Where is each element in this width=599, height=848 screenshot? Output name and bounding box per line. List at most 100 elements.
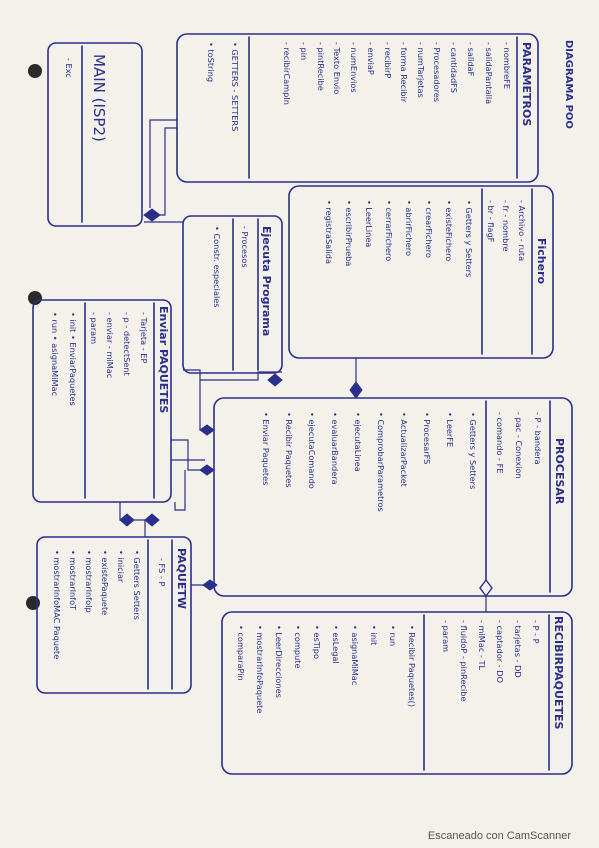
enviar-attr: - Tarjeta - EP bbox=[139, 312, 149, 363]
ejecuta-attr: - Procesos bbox=[240, 226, 250, 268]
ejecuta-method: • Constr. especiales bbox=[212, 226, 222, 308]
class-fichero: Fichero - Archivo - ruta - fr - nombre -… bbox=[288, 185, 554, 359]
class-paquete: PAQUETW - FS - P • Getters Setters • ini… bbox=[36, 536, 192, 694]
recibir-attr: - miMac - TL bbox=[477, 620, 487, 671]
parametros-attr: - recibirP bbox=[383, 42, 393, 78]
scanner-watermark: Escaneado con CamScanner bbox=[427, 830, 571, 842]
recibir-method: • comparaPin bbox=[236, 625, 246, 681]
binder-hole bbox=[28, 291, 42, 305]
fichero-method: • crearFichero bbox=[424, 200, 434, 258]
connector-main-parametros bbox=[144, 127, 177, 216]
recibir-attr: - P - P bbox=[531, 620, 541, 644]
parametros-attr: - Texto Envio bbox=[332, 42, 342, 94]
class-parametros-title: PARAMETROS bbox=[520, 42, 533, 126]
procesar-method: • LeerFE bbox=[445, 412, 455, 447]
composition-diamond bbox=[202, 579, 218, 591]
parametros-attr: - cantidadFS bbox=[449, 42, 459, 93]
paquete-method: • iniciar bbox=[116, 550, 126, 583]
paquete-attr: - FS - P bbox=[157, 558, 167, 586]
fichero-method: • LeerLinea bbox=[364, 200, 374, 247]
parametros-attr: - salidaF bbox=[466, 42, 476, 77]
composition-diamond bbox=[267, 373, 283, 387]
composition-diamond bbox=[143, 208, 161, 222]
relationship-markers bbox=[119, 208, 493, 598]
class-procesar: PROCESAR - P - bandera - pac - Conexion … bbox=[213, 397, 573, 597]
composition-diamond bbox=[199, 464, 215, 476]
parametros-attr: - enviaP bbox=[366, 42, 376, 75]
procesar-method: • Recibir Paquetes bbox=[284, 412, 294, 488]
recibir-method: • mostrarInfoPaquete bbox=[255, 625, 265, 713]
fichero-attr: - fr - nombre bbox=[501, 200, 511, 252]
paquete-method: • mostrarInfoMAC Paquete bbox=[52, 550, 62, 659]
procesar-attr: - pac - Conexion bbox=[514, 412, 524, 479]
paquete-method: • mostrarInfoIp bbox=[84, 550, 94, 613]
class-ejecuta: Ejecuta Programa - Procesos • Constr. es… bbox=[182, 215, 283, 374]
procesar-method: • ejecutaComando bbox=[307, 412, 317, 489]
class-main: MAIN (ISP2) - Exc bbox=[47, 42, 143, 227]
procesar-method: • evaluarBandera bbox=[330, 412, 340, 485]
fichero-attr: - br - flagF bbox=[486, 200, 496, 243]
fichero-method: • Getters y Setters bbox=[464, 200, 474, 277]
class-main-item: - Exc bbox=[64, 58, 74, 78]
recibir-attr: - tarjetas - DD bbox=[513, 620, 523, 678]
procesar-method: • ComprobarParametros bbox=[376, 412, 386, 512]
paquete-method: • Getters Setters bbox=[132, 550, 142, 620]
enviar-method: • init • EnviarPaquetes bbox=[68, 312, 78, 406]
parametros-method: • GETTERS - SETTERS bbox=[230, 42, 240, 131]
fichero-method: • registraSalida bbox=[324, 200, 334, 264]
class-enviar-title: Enviar PAQUETES bbox=[157, 306, 170, 413]
paquete-method: • mostrarInfoT bbox=[68, 550, 78, 611]
enviar-method: • run • asignaMiMac bbox=[50, 312, 60, 396]
class-recibir: RECIBIRPAQUETES - P - P - tarjetas - DD … bbox=[221, 611, 573, 775]
parametros-attr: - recibirCampIn bbox=[282, 42, 292, 105]
class-procesar-title: PROCESAR bbox=[553, 438, 566, 505]
parametros-attr: - pintRecibe bbox=[316, 42, 326, 91]
procesar-method: • ejecutaLinea bbox=[353, 412, 363, 472]
aggregation-diamond bbox=[479, 578, 493, 598]
connector-main-parametros-2 bbox=[149, 119, 177, 208]
class-recibir-title: RECIBIRPAQUETES bbox=[552, 616, 565, 729]
class-ejecuta-title: Ejecuta Programa bbox=[260, 226, 273, 336]
class-paquete-title: PAQUETW bbox=[175, 548, 188, 609]
procesar-method: • Enviar Paquetes bbox=[261, 412, 271, 485]
composition-diamond bbox=[144, 513, 160, 527]
procesar-method: • Getters y Setters bbox=[468, 412, 478, 489]
fichero-method: • abrirFichero bbox=[404, 200, 414, 256]
enviar-attr: - enviar - miMac bbox=[105, 312, 115, 378]
class-main-title: MAIN (ISP2) bbox=[90, 54, 108, 142]
recibir-method: • init bbox=[369, 625, 379, 646]
enviar-attr: - p - detectSent bbox=[122, 312, 132, 377]
recibir-method: • Recibir Paquetes() bbox=[407, 625, 417, 707]
parametros-attr: - forma Recibir bbox=[399, 42, 409, 103]
enviar-attr: - param bbox=[89, 312, 99, 344]
composition-diamond bbox=[119, 513, 135, 527]
parametros-attr: - nombreFE bbox=[502, 42, 512, 89]
composition-diamond bbox=[199, 424, 215, 436]
recibir-attr: - fluidoP - pinRecibe bbox=[459, 620, 469, 702]
paquete-method: • existePaquete bbox=[100, 550, 110, 615]
fichero-method: • cerrarFichero bbox=[384, 200, 394, 261]
parametros-attr: - numTarjetas bbox=[416, 42, 426, 98]
recibir-method: • esTipo bbox=[312, 625, 322, 659]
parametros-attr: - pin bbox=[299, 42, 309, 60]
recibir-method: • LeerDirecciones bbox=[274, 625, 284, 698]
class-fichero-title: Fichero bbox=[535, 238, 548, 285]
procesar-method: • ActualizarPacket bbox=[399, 412, 409, 488]
relationship-lines bbox=[119, 119, 487, 612]
recibir-method: • esLegal bbox=[331, 625, 341, 664]
connector-ejecuta-link bbox=[183, 369, 201, 380]
procesar-method: • ProcesarFS bbox=[422, 412, 432, 464]
diagram-title: DIAGRAMA POO bbox=[563, 40, 574, 129]
parametros-attr: - salidaPantalla bbox=[484, 42, 494, 104]
fichero-method: • escribirPrueba bbox=[344, 200, 354, 266]
procesar-attr: - P - bandera bbox=[533, 412, 543, 465]
class-enviar: Enviar PAQUETES - Tarjeta - EP - p - det… bbox=[32, 299, 172, 503]
parametros-method: • toString bbox=[206, 42, 216, 82]
recibir-method: • asignaMiMac bbox=[350, 625, 360, 685]
recibir-method: • compute bbox=[293, 625, 303, 669]
parametros-attr: - Procesadores bbox=[432, 42, 442, 102]
recibir-attr: - param bbox=[441, 620, 451, 652]
fichero-attr: - Archivo - ruta bbox=[517, 200, 527, 261]
procesar-attr: - comando - FE bbox=[495, 412, 505, 474]
